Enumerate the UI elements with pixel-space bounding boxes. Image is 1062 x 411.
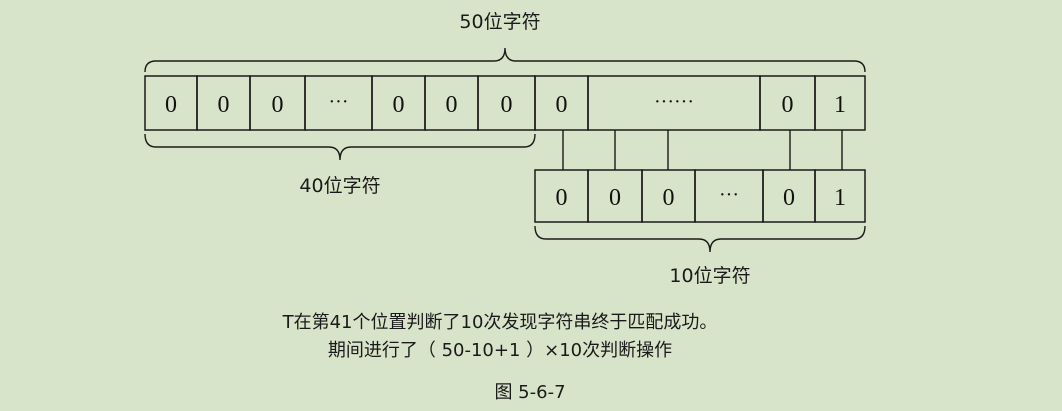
label-total-length: 50位字符 — [459, 11, 540, 33]
pattern-cell-value: 0 — [783, 185, 795, 211]
pattern-cell — [814, 169, 866, 223]
main-cell-ellipsis: ··· — [329, 91, 349, 113]
main-cell-value: 1 — [834, 92, 846, 118]
main-cell-value: 0 — [556, 92, 568, 118]
main-cell-value: 0 — [218, 92, 230, 118]
main-cell-value: 0 — [165, 92, 177, 118]
figure-label: 图 5-6-7 — [494, 382, 565, 403]
brace-total — [144, 47, 866, 73]
label-prefix-length: 40位字符 — [299, 175, 380, 197]
brace-pattern — [534, 225, 866, 253]
pattern-cell-value: 0 — [663, 185, 675, 211]
main-cell-value: 0 — [393, 92, 405, 118]
pattern-cell-value: 0 — [609, 185, 621, 211]
pattern-string-row: 0 0 0 ··· 0 1 — [534, 169, 866, 223]
pattern-cell-value: 1 — [834, 185, 846, 211]
pattern-cell-ellipsis: ··· — [719, 184, 739, 206]
main-cell-ellipsis: ······ — [654, 91, 694, 113]
main-cell-value: 0 — [272, 92, 284, 118]
main-cell — [814, 75, 866, 131]
brace-prefix — [144, 133, 536, 161]
main-string-row: 0 0 0 ··· 0 0 0 0 ······ 0 1 — [144, 75, 866, 131]
main-cell-value: 0 — [446, 92, 458, 118]
main-cell-value: 0 — [501, 92, 513, 118]
label-pattern-length: 10位字符 — [669, 265, 750, 287]
main-cell-value: 0 — [782, 92, 794, 118]
caption-line-1: T在第41个位置判断了10次发现字符串终于匹配成功。 — [282, 312, 718, 333]
pattern-cell-value: 0 — [556, 185, 568, 211]
caption-line-2: 期间进行了（ 50-10+1 ）×10次判断操作 — [328, 340, 672, 361]
